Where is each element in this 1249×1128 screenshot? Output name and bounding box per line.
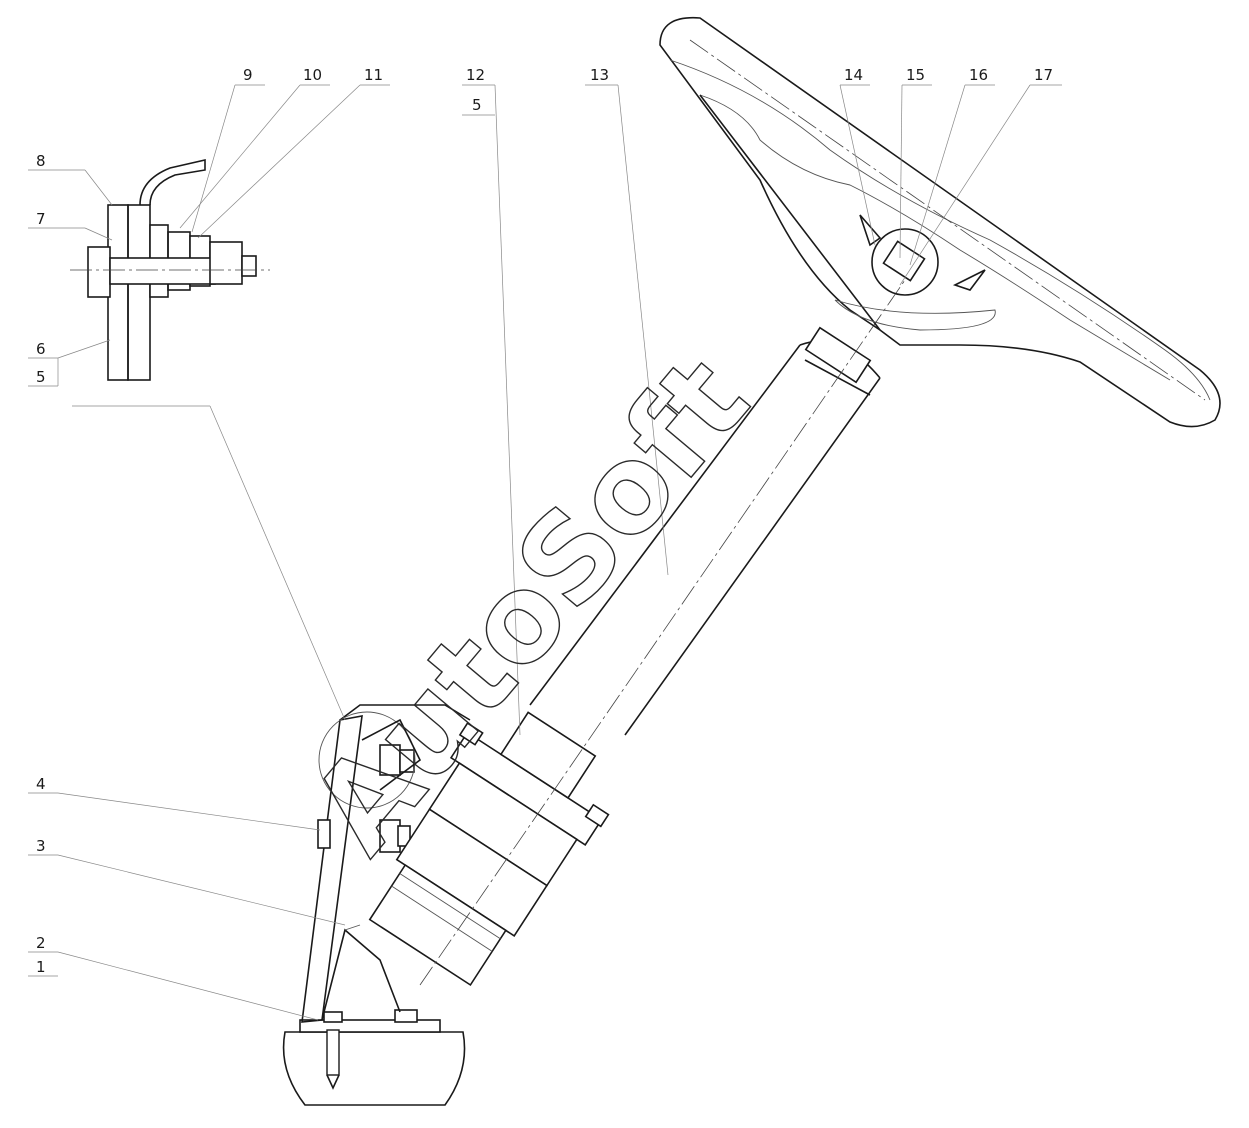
column-centreline <box>419 279 906 986</box>
callout-11: 11 <box>364 66 383 84</box>
detail-bolt-joint <box>70 158 270 381</box>
floor-base <box>282 1009 466 1106</box>
callout-1: 1 <box>36 958 46 976</box>
callout-5-column: 5 <box>472 96 482 114</box>
callout-6: 6 <box>36 340 46 358</box>
callout-3: 3 <box>36 837 46 855</box>
callout-2: 2 <box>36 934 46 952</box>
callout-4: 4 <box>36 775 46 793</box>
column-tube <box>529 326 881 736</box>
callout-14: 14 <box>844 66 863 84</box>
callout-15: 15 <box>906 66 925 84</box>
callout-13: 13 <box>590 66 609 84</box>
callout-10: 10 <box>303 66 322 84</box>
callout-5-detail: 5 <box>36 368 46 386</box>
steering-wheel <box>659 16 1221 428</box>
callout-17: 17 <box>1034 66 1053 84</box>
mounting-bracket <box>301 704 471 1023</box>
callout-labels: 2 1 3 4 5 6 7 8 9 10 11 12 5 13 14 15 16… <box>36 66 1053 976</box>
callout-12: 12 <box>466 66 485 84</box>
callout-8: 8 <box>36 152 46 170</box>
callout-16: 16 <box>969 66 988 84</box>
lower-housing <box>368 711 610 987</box>
leader-lines <box>28 84 1062 1021</box>
callout-9: 9 <box>243 66 253 84</box>
callout-7: 7 <box>36 210 46 228</box>
